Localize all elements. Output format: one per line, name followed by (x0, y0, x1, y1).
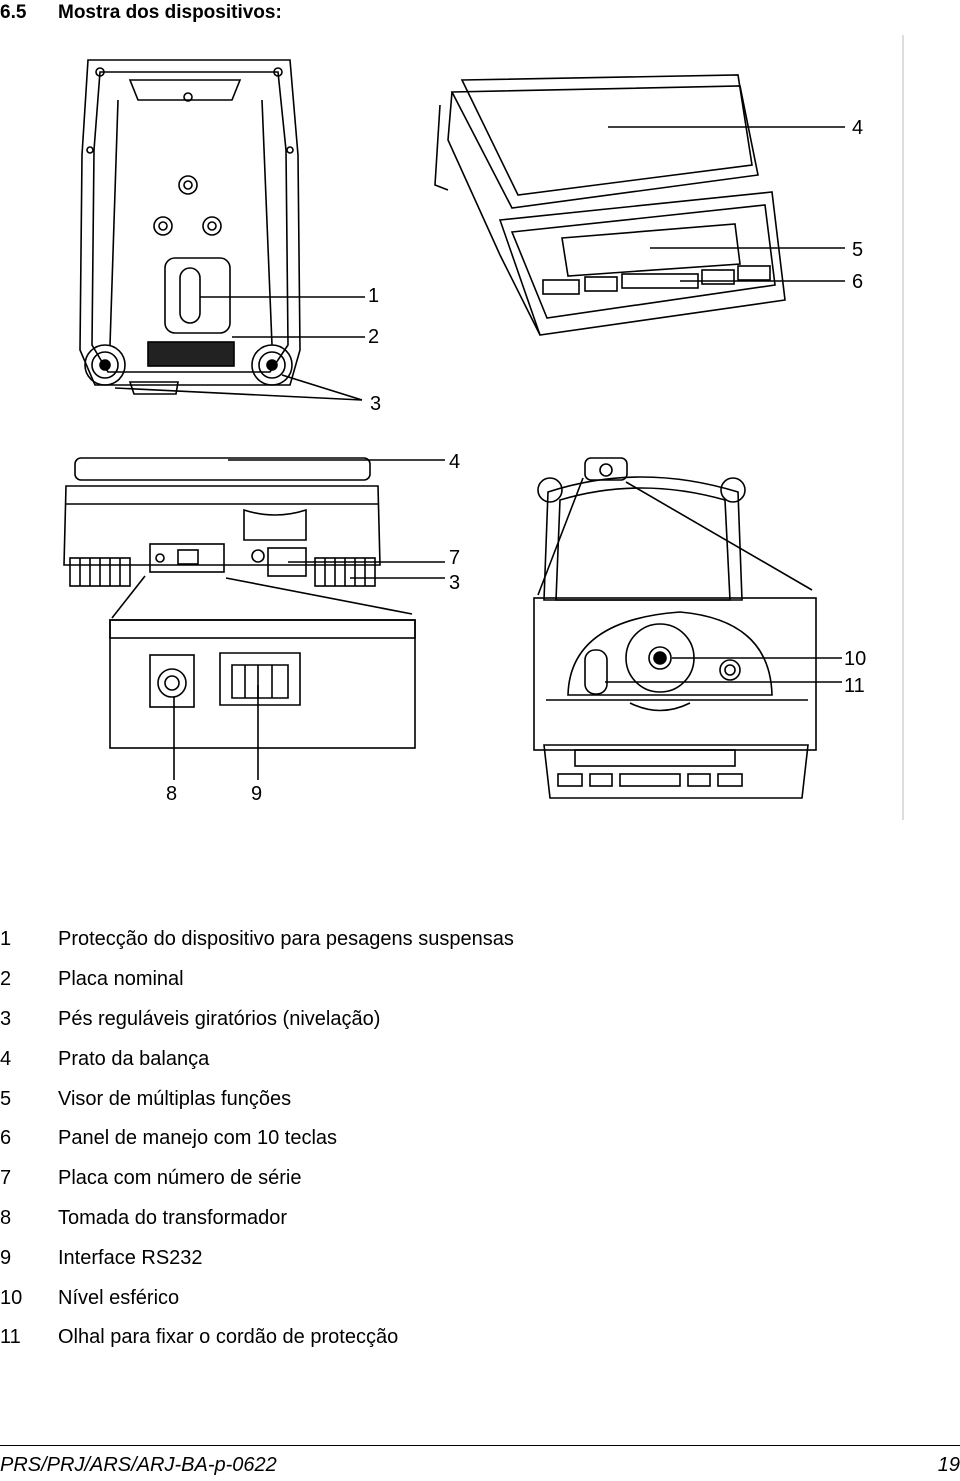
callout-10: 10 (844, 648, 866, 670)
list-item: 5 Visor de múltiplas funções (0, 1079, 700, 1119)
callout-1: 1 (368, 285, 379, 307)
legend-text: Olhal para fixar o cordão de protecção (58, 1326, 399, 1349)
callout-3-rear: 3 (449, 572, 460, 594)
legend-number: 4 (0, 1047, 12, 1070)
callout-8: 8 (166, 783, 177, 805)
legend-text: Visor de múltiplas funções (58, 1087, 292, 1110)
list-item: 9 Interface RS232 (0, 1238, 700, 1278)
callout-5: 5 (852, 239, 863, 261)
connector-detail-drawing (109, 619, 416, 749)
legend-text: Pés reguláveis giratórios (nivelação) (58, 1007, 381, 1030)
section-heading: Mostra dos dispositivos: (58, 2, 282, 23)
legend-number: 5 (0, 1087, 12, 1110)
legend-number: 6 (0, 1127, 12, 1150)
list-item: 11 Olhal para fixar o cordão de protecção (0, 1318, 700, 1358)
callout-3-top: 3 (370, 393, 381, 415)
legend-text: Placa nominal (58, 968, 184, 991)
rear-view-drawing (63, 457, 381, 587)
legend-text: Panel de manejo com 10 teclas (58, 1127, 338, 1150)
callout-7: 7 (449, 547, 460, 569)
list-item: 10 Nível esférico (0, 1278, 700, 1318)
legend-text: Nível esférico (58, 1286, 180, 1309)
legend-number: 11 (0, 1326, 21, 1349)
legend-number: 9 (0, 1246, 12, 1269)
callout-6: 6 (852, 271, 863, 293)
callout-2: 2 (368, 326, 379, 348)
legend-text: Protecção do dispositivo para pesagens s… (58, 928, 514, 951)
list-item: 7 Placa com número de série (0, 1159, 700, 1199)
legend-number: 3 (0, 1007, 12, 1030)
page-number: 19 (937, 1454, 960, 1476)
list-item: 4 Prato da balança (0, 1039, 700, 1079)
legend-text: Tomada do transformador (58, 1206, 288, 1229)
list-item: 6 Panel de manejo com 10 teclas (0, 1119, 700, 1159)
legend-number: 1 (0, 928, 12, 951)
device-illustration: 1 2 3 4 5 6 4 7 3 8 9 10 11 (63, 35, 904, 820)
legend-number: 7 (0, 1167, 12, 1190)
legend-number: 2 (0, 968, 12, 991)
legend-text: Prato da balança (58, 1047, 210, 1070)
callout-9: 9 (251, 783, 262, 805)
page-footer: PRS/PRJ/ARS/ARJ-BA-p-0622 19 (0, 1445, 960, 1481)
bottom-view-drawing (79, 59, 301, 395)
callout-11: 11 (844, 675, 865, 697)
callout-4-rear: 4 (449, 451, 460, 473)
list-item: 1 Protecção do dispositivo para pesagens … (0, 920, 700, 960)
legend-list: 1 Protecção do dispositivo para pesagens … (0, 920, 700, 1358)
legend-text: Placa com número de série (58, 1167, 302, 1190)
section-title: 6.5 Mostra dos dispositivos: (0, 2, 282, 24)
list-item: 2 Placa nominal (0, 960, 700, 1000)
section-number: 6.5 (0, 2, 27, 23)
legend-text: Interface RS232 (58, 1246, 203, 1269)
legend-number: 10 (0, 1286, 23, 1309)
document-id: PRS/PRJ/ARS/ARJ-BA-p-0622 (0, 1454, 277, 1476)
callout-4-top: 4 (852, 117, 863, 139)
list-item: 3 Pés reguláveis giratórios (nivelação) (0, 1000, 700, 1040)
legend-number: 8 (0, 1206, 12, 1229)
perspective-view-drawing (434, 74, 786, 336)
top-view-drawing (533, 457, 817, 799)
list-item: 8 Tomada do transformador (0, 1199, 700, 1239)
